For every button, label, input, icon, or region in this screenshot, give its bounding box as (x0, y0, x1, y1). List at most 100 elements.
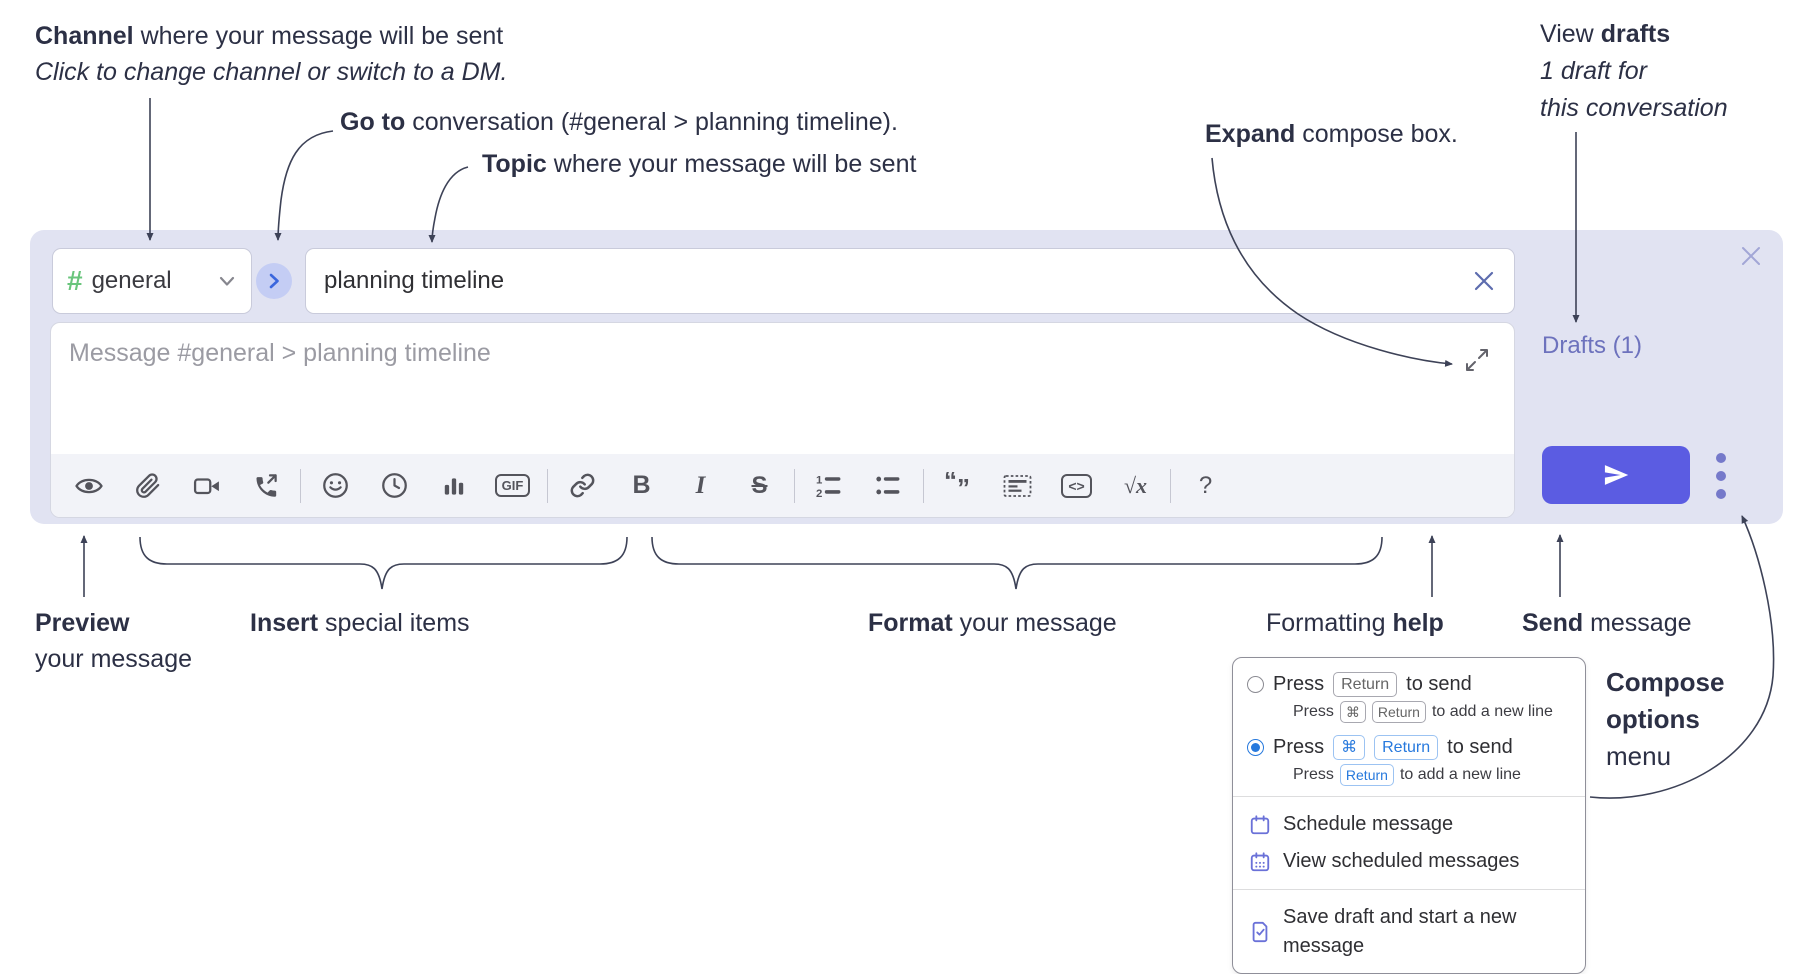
topic-annotation: Topic where your message will be sent (482, 150, 917, 178)
italic-button[interactable]: I (671, 463, 730, 509)
toolbar-divider (923, 468, 924, 503)
radio-unselected[interactable] (1247, 676, 1264, 693)
italic-icon: I (695, 471, 706, 499)
chevron-right-icon (269, 273, 279, 289)
toolbar-divider (547, 468, 548, 503)
link-icon (570, 473, 595, 498)
insert-annotation: Insert special items (250, 609, 470, 637)
channel-annotation-sub: Click to change channel or switch to a D… (35, 58, 508, 86)
numbered-list-icon: 12 (816, 474, 841, 499)
key-cmd: ⌘ (1333, 735, 1366, 760)
svg-text:2: 2 (816, 488, 822, 499)
send-option-cmd-return: Press ⌘ Return to send Press Return to a… (1233, 731, 1585, 787)
drafts-link[interactable]: Drafts (1) (1542, 332, 1643, 359)
time-button[interactable] (365, 463, 424, 509)
message-input[interactable]: Message #general > planning timeline (51, 323, 1514, 455)
save-draft-icon (1249, 921, 1271, 943)
eye-icon (74, 478, 103, 493)
key-return: Return (1339, 763, 1394, 786)
channel-hash-icon: # (67, 265, 83, 296)
insert-brace (139, 536, 628, 590)
clear-topic-icon[interactable] (1472, 269, 1496, 293)
svg-text:”: ” (957, 473, 970, 500)
attach-file-button[interactable] (118, 463, 177, 509)
link-button[interactable] (553, 463, 612, 509)
formatting-help-button[interactable]: ? (1176, 463, 1235, 509)
math-icon: √x (1123, 472, 1148, 498)
channel-annotation-bold: Channel (35, 22, 134, 50)
send-option-return: Press Return to send Press ⌘ Return to a… (1233, 668, 1585, 724)
expand-annotation: Expand compose box. (1205, 120, 1458, 148)
expand-compose-icon[interactable] (1464, 347, 1490, 378)
bold-icon: B (632, 471, 651, 499)
compose-box: # general planning timeline Message #gen… (30, 230, 1783, 524)
chevron-down-icon (217, 271, 237, 291)
calendar-grid-icon (1249, 851, 1271, 873)
goto-conversation-button[interactable] (256, 263, 292, 299)
gif-icon: GIF (494, 474, 531, 497)
format-annotation: Format your message (868, 609, 1117, 637)
formatting-help-annotation: Formatting help (1266, 609, 1444, 637)
channel-annotation: Channel where your message will be sent … (35, 18, 507, 90)
view-drafts-annotation: View drafts 1 draft for this conversatio… (1540, 20, 1728, 122)
send-button[interactable] (1542, 446, 1690, 504)
dot-icon (1716, 489, 1726, 499)
preview-button[interactable] (59, 463, 118, 509)
close-compose-icon[interactable] (1737, 242, 1765, 270)
key-return: Return (1371, 700, 1426, 723)
video-call-button[interactable] (177, 463, 236, 509)
radio-selected[interactable] (1247, 739, 1264, 756)
quote-icon: “” (944, 472, 970, 500)
gif-button[interactable]: GIF (483, 463, 542, 509)
spoiler-button[interactable] (988, 463, 1047, 509)
bulleted-list-button[interactable] (859, 463, 918, 509)
bar-chart-icon (444, 477, 463, 495)
paper-plane-icon (1604, 465, 1629, 485)
phone-call-icon (256, 474, 277, 497)
goto-annotation: Go to conversation (#general > planning … (340, 108, 898, 136)
question-mark-icon: ? (1198, 471, 1213, 499)
message-placeholder: Message #general > planning timeline (69, 339, 491, 367)
bulleted-list-icon (876, 476, 900, 495)
compose-options-annotation: Compose options menu (1606, 667, 1725, 771)
video-camera-icon (193, 477, 219, 494)
schedule-message-item[interactable]: Schedule message (1233, 806, 1585, 843)
toolbar-divider (300, 468, 301, 503)
save-draft-item[interactable]: Save draft and start a new message (1233, 899, 1585, 965)
key-cmd: ⌘ (1339, 700, 1366, 723)
strikethrough-button[interactable]: S (730, 463, 789, 509)
toolbar-divider (1170, 468, 1171, 503)
voice-call-button[interactable] (236, 463, 295, 509)
compose-options-menu-button[interactable] (1716, 453, 1726, 499)
smiley-icon (323, 473, 348, 498)
compose-options-popup: Press Return to send Press ⌘ Return to a… (1232, 657, 1586, 974)
svg-text:“: “ (944, 472, 957, 495)
math-button[interactable]: √x (1106, 463, 1165, 509)
clock-icon (382, 473, 407, 498)
bold-button[interactable]: B (612, 463, 671, 509)
calendar-icon (1249, 814, 1271, 836)
dot-icon (1716, 471, 1726, 481)
poll-button[interactable] (424, 463, 483, 509)
key-return: Return (1374, 735, 1439, 760)
popup-divider (1233, 796, 1585, 797)
channel-selector[interactable]: # general (52, 248, 252, 314)
spoiler-icon (1003, 474, 1032, 497)
quote-button[interactable]: “” (929, 463, 988, 509)
emoji-button[interactable] (306, 463, 365, 509)
key-return: Return (1333, 672, 1398, 697)
toolbar-divider (794, 468, 795, 503)
view-scheduled-messages-item[interactable]: View scheduled messages (1233, 843, 1585, 880)
code-icon: <> (1061, 473, 1092, 498)
popup-divider (1233, 889, 1585, 890)
paperclip-icon (135, 472, 159, 498)
preview-annotation: Preview your message (35, 609, 193, 673)
svg-text:1: 1 (816, 474, 823, 486)
code-button[interactable]: <> (1047, 463, 1106, 509)
send-annotation: Send message (1522, 609, 1692, 637)
format-brace (651, 536, 1383, 590)
topic-input[interactable]: planning timeline (305, 248, 1515, 314)
compose-main-area: Message #general > planning timeline (50, 322, 1515, 518)
